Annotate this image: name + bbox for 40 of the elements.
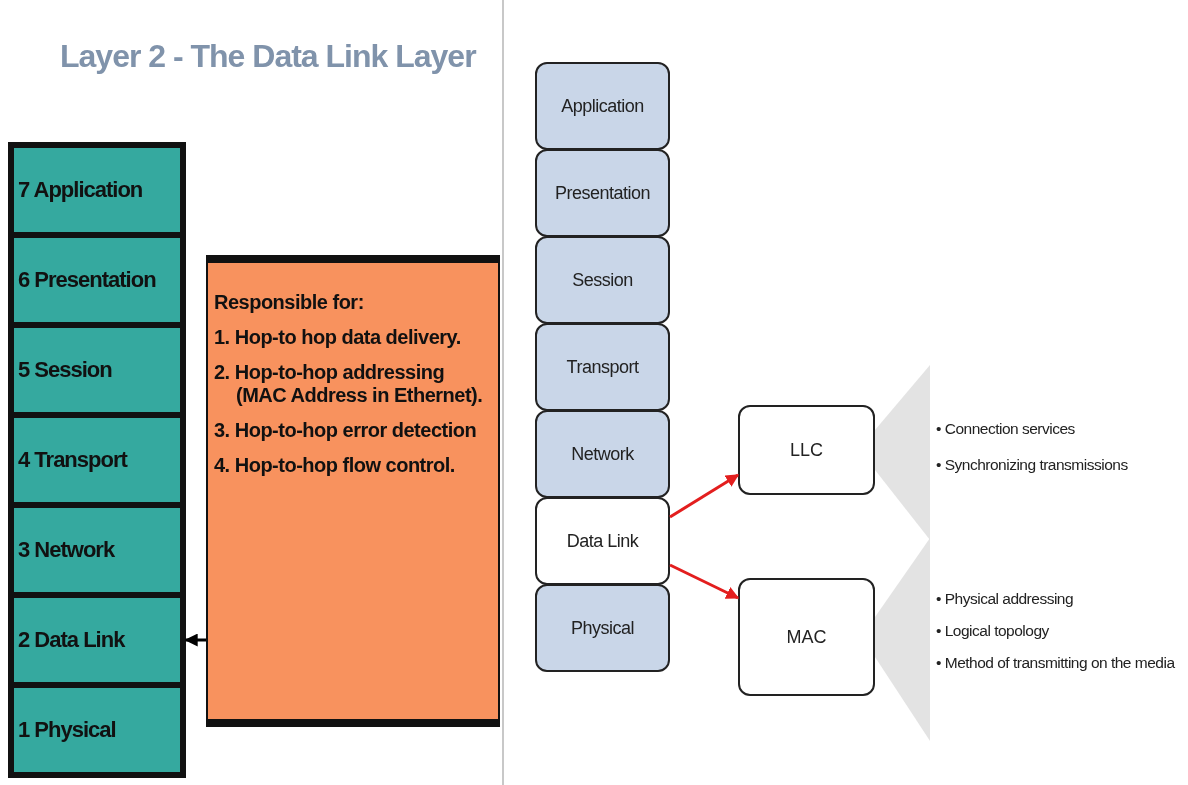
layer-label: Transport bbox=[566, 356, 639, 378]
layer-label: MAC bbox=[786, 626, 827, 648]
bullet-item: • Logical topology bbox=[936, 622, 1050, 640]
bullet-item: • Method of transmitting on the media bbox=[936, 654, 1175, 672]
layer-box bbox=[535, 323, 670, 411]
layer-label: 4 Transport bbox=[18, 447, 129, 473]
layer-label: 2 Data Link bbox=[18, 627, 127, 653]
sublayer-box bbox=[738, 405, 875, 495]
layer-label: Application bbox=[561, 95, 644, 117]
layer-label: 6 Presentation bbox=[18, 267, 157, 293]
layer-box bbox=[535, 584, 670, 672]
layer-label: Session bbox=[572, 269, 633, 291]
list-item: 4. Hop-to-hop flow control. bbox=[214, 454, 456, 477]
list-item: 3. Hop-to-hop error detection bbox=[214, 419, 478, 442]
layer-label: 5 Session bbox=[18, 357, 113, 383]
layer-label: LLC bbox=[790, 439, 823, 461]
arrow bbox=[184, 633, 206, 647]
description-box bbox=[206, 255, 500, 727]
arrow bbox=[669, 563, 740, 600]
layer-label: Physical bbox=[571, 617, 634, 639]
heading: Responsible for: bbox=[214, 291, 365, 314]
layer-label: 7 Application bbox=[18, 177, 144, 203]
layer-box bbox=[535, 497, 670, 585]
bullet-item: • Synchronizing transmissions bbox=[936, 456, 1128, 474]
sublayer-box bbox=[738, 578, 875, 696]
layer-box bbox=[535, 149, 670, 237]
layer-box bbox=[535, 62, 670, 150]
layer-label: Data Link bbox=[566, 530, 639, 552]
bullet-item: • Connection services bbox=[936, 420, 1076, 438]
bullet-item: • Physical addressing bbox=[936, 590, 1075, 608]
layer-label: Presentation bbox=[554, 182, 651, 204]
layer-box bbox=[535, 410, 670, 498]
layer-label: 1 Physical bbox=[18, 717, 117, 743]
list-item: 1. Hop-to hop data delivery. bbox=[214, 326, 462, 349]
layer-label: 3 Network bbox=[18, 537, 116, 563]
layer-label: Network bbox=[571, 443, 634, 465]
title: Layer 2 - The Data Link Layer bbox=[60, 38, 476, 75]
list-item: 2. Hop-to-hop addressing (MAC Address in Ethernet). bbox=[214, 361, 484, 407]
arrow bbox=[669, 473, 740, 519]
layer-box bbox=[535, 236, 670, 324]
